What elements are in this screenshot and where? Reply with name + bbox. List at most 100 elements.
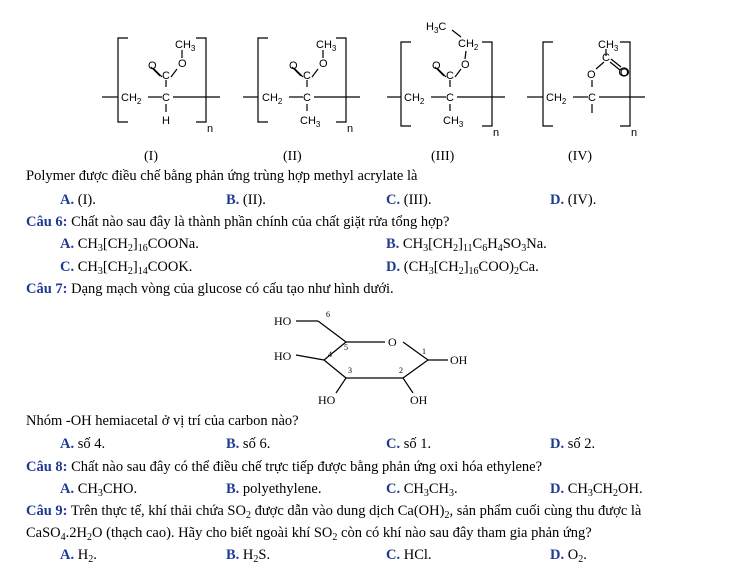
question-text: Trên thực tế, khí thải chứa SO2 được dẫn… — [70, 503, 642, 521]
option-key: D. — [550, 481, 565, 497]
poly4-c-acyl: C — [602, 52, 610, 64]
option-text: O2. — [567, 547, 587, 565]
option-text: CH3[CH2]14COOK. — [77, 259, 193, 277]
option-key: C. — [386, 436, 401, 452]
q9-option-c[interactable]: C. HCl. — [386, 547, 432, 564]
poly1-c-main: C — [162, 92, 170, 104]
poly4-ch2: CH2 — [546, 92, 567, 106]
question-text: Chất nào sau đây có thể điều chế trực ti… — [71, 459, 543, 475]
poly4-n: n — [631, 127, 637, 139]
q6-option-d[interactable]: D. (CH3[CH2]16COO)2Ca. — [386, 259, 539, 277]
poly2-c-carbonyl: C — [303, 70, 311, 82]
option-text: (I). — [77, 192, 96, 208]
q7-option-d[interactable]: D. số 2. — [550, 436, 595, 453]
carbon-number-6: 6 — [326, 310, 330, 319]
poly3-o: O — [461, 59, 470, 71]
q5-option-a[interactable]: A. (I). — [60, 192, 96, 209]
polymer-label-3: (III) — [431, 149, 455, 164]
poly3-c-main: C — [446, 92, 454, 104]
poly1-c-carbonyl: C — [162, 70, 170, 82]
poly1-ch2: CH2 — [121, 92, 142, 106]
poly2-ch2: CH2 — [262, 92, 283, 106]
option-key: D. — [386, 259, 401, 275]
q9-option-b[interactable]: B. H2S. — [226, 547, 270, 565]
option-text: số 1. — [403, 436, 432, 452]
q5-option-b[interactable]: B. (II). — [226, 192, 266, 209]
q8-option-b[interactable]: B. polyethylene. — [226, 481, 321, 498]
option-text: H2. — [77, 547, 97, 565]
option-text: CH3CH3. — [403, 481, 458, 499]
q6-option-a[interactable]: A. CH3[CH2]16COONa. — [60, 236, 199, 254]
option-text: polyethylene. — [242, 481, 322, 497]
question-text: Dạng mạch vòng của glucose có cấu tạo nh… — [71, 281, 394, 297]
carbon-number-5: 5 — [344, 343, 348, 352]
carbon-number-4: 4 — [328, 350, 332, 359]
glucose-ho-bottom: HO — [318, 393, 336, 407]
poly2-n: n — [347, 123, 353, 135]
q5-option-c[interactable]: C. (III). — [386, 192, 432, 209]
poly1-o-dbl: O — [148, 60, 157, 72]
poly3-ch2: CH2 — [404, 92, 425, 106]
option-text: số 2. — [567, 436, 596, 452]
polymer-structures: CH3 O O C CH2 C H n CH3 O O C CH2 C CH3 … — [102, 21, 645, 164]
carbon-number-2: 2 — [399, 366, 403, 375]
q8-option-c[interactable]: C. CH3CH3. — [386, 481, 458, 499]
question-text: Chất nào sau đây là thành phần chính của… — [71, 214, 450, 230]
option-text: (IV). — [567, 192, 597, 208]
poly1-o: O — [178, 58, 187, 70]
poly2-ch3-bottom: CH3 — [300, 115, 321, 129]
poly3-n: n — [493, 127, 499, 139]
q6-option-b[interactable]: B. CH3[CH2]11C6H4SO3Na. — [386, 236, 547, 254]
polymer-label-1: (I) — [144, 149, 158, 164]
glucose-ring-diagram: HO HO HO OH OH O 1 2 3 4 5 6 — [274, 310, 468, 407]
poly2-o: O — [319, 58, 328, 70]
q7-follow-up: Nhóm -OH hemiacetal ở vị trí của carbon … — [26, 413, 299, 429]
option-text: (II). — [242, 192, 266, 208]
option-text: CH3[CH2]11C6H4SO3Na. — [402, 236, 547, 254]
q8-stem-line: Câu 8: Chất nào sau đây có thể điều chế … — [26, 459, 542, 476]
option-key: B. — [226, 192, 240, 208]
q7-option-b[interactable]: B. số 6. — [226, 436, 270, 453]
option-key: A. — [60, 436, 75, 452]
poly3-c-carbonyl: C — [446, 70, 454, 82]
glucose-oh-right: OH — [450, 353, 468, 367]
q8-option-d[interactable]: D. CH3CH2OH. — [550, 481, 643, 499]
poly2-c-main: C — [303, 92, 311, 104]
option-key: A. — [60, 192, 75, 208]
glucose-oh-bottom: OH — [410, 393, 428, 407]
option-key: C. — [386, 481, 401, 497]
poly4-o-ester: O — [587, 69, 596, 81]
poly1-h: H — [162, 115, 170, 127]
poly3-o-dbl: O — [432, 60, 441, 72]
option-text: số 6. — [242, 436, 271, 452]
option-key: C. — [60, 259, 75, 275]
glucose-ho-top: HO — [274, 314, 292, 328]
option-key: A. — [60, 547, 75, 563]
poly3-ch2-top: CH2 — [458, 38, 479, 52]
question-number: Câu 9: — [26, 503, 68, 519]
q5-option-d[interactable]: D. (IV). — [550, 192, 596, 209]
q9-option-a[interactable]: A. H2. — [60, 547, 97, 565]
q7-option-a[interactable]: A. số 4. — [60, 436, 105, 453]
polymer-label-2: (II) — [283, 149, 302, 164]
option-key: D. — [550, 192, 565, 208]
question-number: Câu 7: — [26, 281, 68, 297]
glucose-ring-oxygen: O — [388, 335, 397, 349]
option-key: D. — [550, 436, 565, 452]
option-key: B. — [226, 547, 240, 563]
option-text: (CH3[CH2]16COO)2Ca. — [403, 259, 539, 277]
poly2-o-dbl: O — [289, 60, 298, 72]
q6-option-c[interactable]: C. CH3[CH2]14COOK. — [60, 259, 193, 277]
q8-option-a[interactable]: A. CH3CHO. — [60, 481, 137, 499]
q7-option-c[interactable]: C. số 1. — [386, 436, 431, 453]
poly4-c-main: C — [588, 92, 596, 104]
q7-stem-line: Câu 7: Dạng mạch vòng của glucose có cấu… — [26, 281, 394, 298]
poly2-ch3-top: CH3 — [316, 39, 337, 53]
option-key: B. — [386, 236, 400, 252]
option-key: C. — [386, 192, 401, 208]
q9-stem-line-2: CaSO4.2H2O (thạch cao). Hãy cho biết ngo… — [26, 525, 592, 543]
option-key: D. — [550, 547, 565, 563]
option-text: CH3[CH2]16COONa. — [77, 236, 199, 254]
q9-option-d[interactable]: D. O2. — [550, 547, 587, 565]
option-text: CH3CH2OH. — [567, 481, 643, 499]
